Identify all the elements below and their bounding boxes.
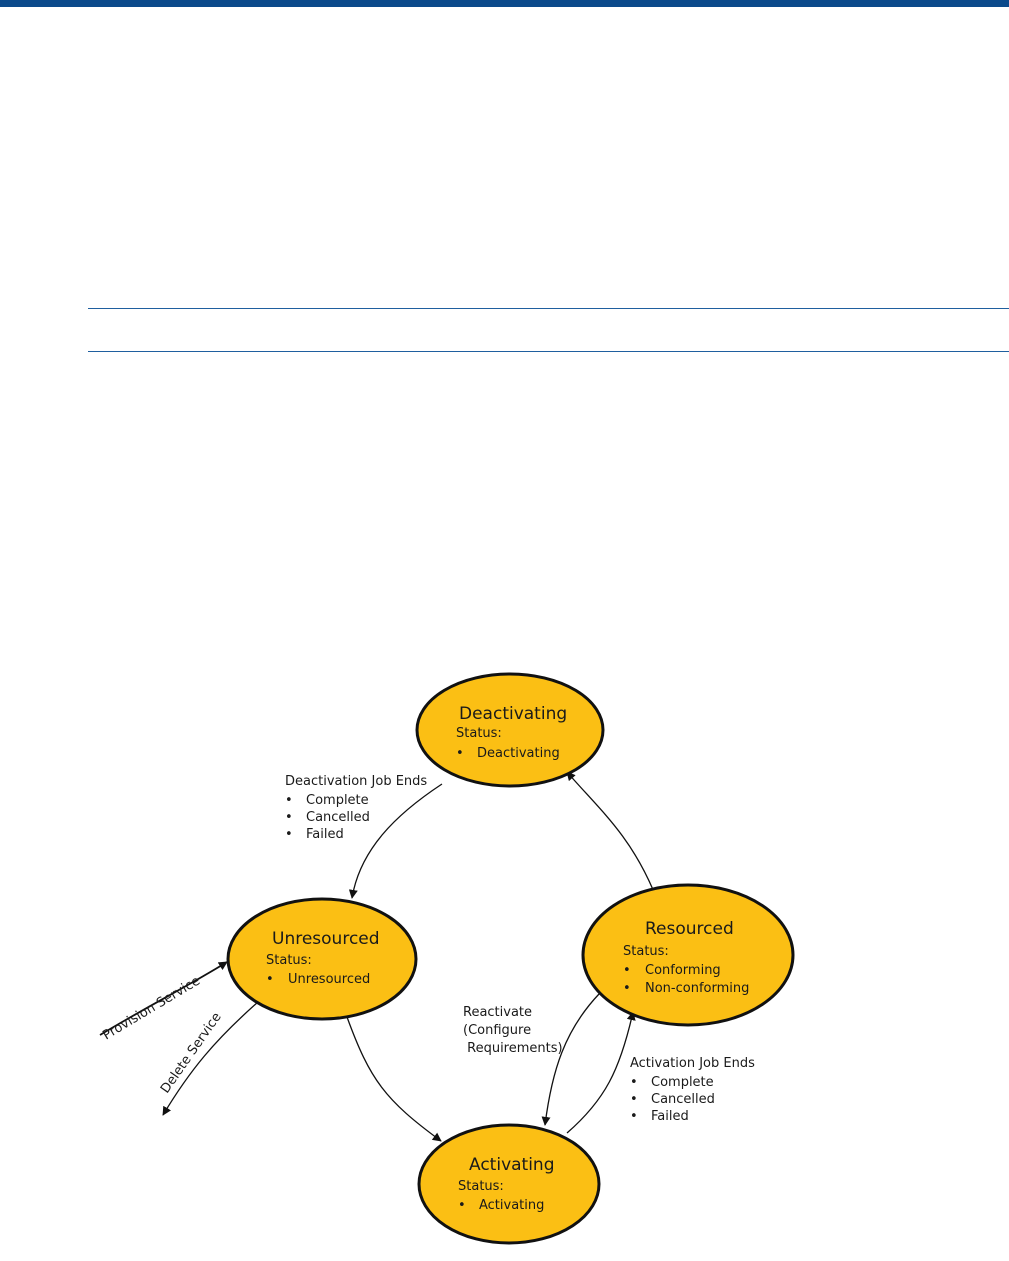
edge-label: (Configure (463, 1023, 531, 1038)
section-rule-top (88, 308, 1009, 309)
label-delete-service: Delete Service (158, 1010, 225, 1096)
node-deactivating: Deactivating Status: • Deactivating (415, 672, 605, 788)
edge-label-item: Cancelled (651, 1092, 715, 1107)
edge-label: Reactivate (463, 1005, 532, 1020)
node-status-item: Unresourced (288, 972, 370, 987)
edge-delete-service (162, 1001, 259, 1116)
edge-label-item: Failed (651, 1109, 689, 1124)
header-bar (0, 0, 1009, 7)
node-status-label: Status: (266, 953, 312, 968)
node-status-item: Deactivating (477, 746, 560, 761)
node-status-label: Status: (623, 944, 669, 959)
bullet-icon: • (456, 746, 464, 761)
label-reactivate: Reactivate (Configure Requirements) (463, 1005, 563, 1056)
bullet-icon: • (630, 1092, 638, 1107)
node-title: Deactivating (459, 704, 567, 724)
edge-deactivating-to-unresourced (348, 783, 443, 899)
edge-resourced-to-activating (541, 993, 600, 1126)
node-status-item: Non-conforming (645, 981, 749, 996)
edge-resourced-to-deactivating (566, 771, 655, 893)
node-status-item: Activating (479, 1198, 544, 1213)
node-resourced: Resourced Status: • Conforming • Non-con… (581, 883, 795, 1027)
edge-label: Requirements) (463, 1041, 563, 1056)
bullet-icon: • (458, 1198, 466, 1213)
bullet-icon: • (630, 1075, 638, 1090)
label-provision-service: Provision Service (100, 974, 203, 1044)
edge-unresourced-to-activating (346, 1016, 442, 1142)
bullet-icon: • (285, 793, 293, 808)
edge-label-item: Complete (306, 793, 369, 808)
label-activation-job-ends: Activation Job Ends • Complete • Cancell… (630, 1056, 755, 1124)
node-title: Activating (469, 1155, 555, 1175)
edge-label-item: Cancelled (306, 810, 370, 825)
edge-label: Activation Job Ends (630, 1056, 755, 1071)
edge-activating-to-resourced (566, 1011, 636, 1134)
section-rule-bottom (88, 351, 1009, 352)
edge-label-item: Complete (651, 1075, 714, 1090)
node-status-label: Status: (456, 726, 502, 741)
bullet-icon: • (266, 972, 274, 987)
bullet-icon: • (285, 810, 293, 825)
node-activating: Activating Status: • Activating (417, 1123, 601, 1245)
node-title: Unresourced (272, 929, 380, 949)
bullet-icon: • (630, 1109, 638, 1124)
label-deactivation-job-ends: Deactivation Job Ends • Complete • Cance… (285, 774, 427, 842)
node-title: Resourced (645, 919, 734, 939)
edge-label: Deactivation Job Ends (285, 774, 427, 789)
node-status-item: Conforming (645, 963, 721, 978)
bullet-icon: • (623, 963, 631, 978)
bullet-icon: • (285, 827, 293, 842)
node-status-label: Status: (458, 1179, 504, 1194)
edge-label-item: Failed (306, 827, 344, 842)
node-unresourced: Unresourced Status: • Unresourced (226, 897, 418, 1021)
edge-provision-service (99, 961, 228, 1036)
bullet-icon: • (623, 981, 631, 996)
